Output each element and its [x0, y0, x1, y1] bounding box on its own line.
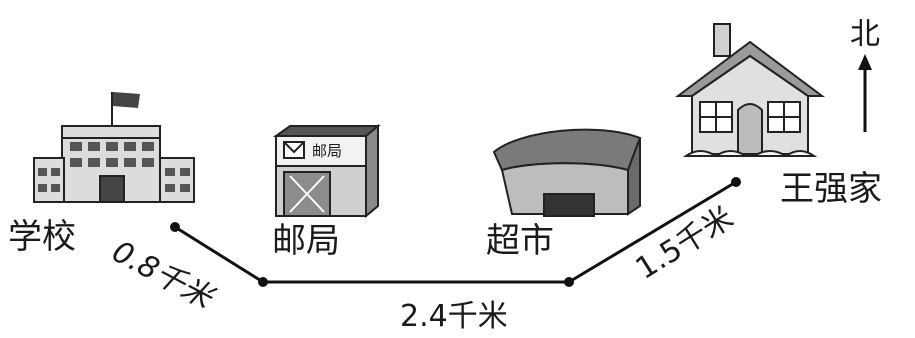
north-arrow-icon [858, 54, 872, 132]
school-label: 学校 [8, 217, 76, 257]
supermarket-label: 超市 [486, 221, 554, 261]
north-label: 北 [850, 17, 880, 52]
route-points [170, 177, 741, 287]
house-building-icon [675, 23, 825, 158]
distance-post-office-supermarket: 2.4千米 [400, 299, 508, 334]
supermarket-building-icon [492, 128, 642, 217]
route-path [174, 180, 737, 284]
route-segment-supermarket-home [568, 180, 737, 284]
distance-school-post-office: 0.8千米 [106, 234, 220, 317]
supermarket-point [564, 277, 574, 287]
route-segment-school-post-office [174, 225, 264, 284]
home-point [731, 177, 741, 187]
post-office-building-icon [272, 123, 381, 219]
school-building-icon [33, 92, 195, 203]
post-office-point [258, 277, 268, 287]
post-office-label: 邮局 [272, 221, 340, 261]
post-office-sign-text: 邮局 [312, 142, 342, 160]
home-label: 王强家 [780, 169, 882, 209]
school-point [170, 222, 180, 232]
